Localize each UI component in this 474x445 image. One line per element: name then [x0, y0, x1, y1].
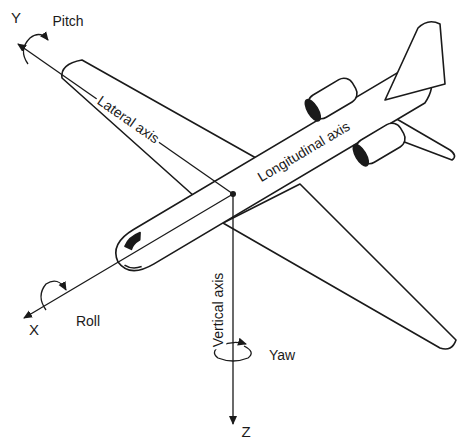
vertical-axis-line: [232, 194, 233, 424]
rotation-name: Yaw: [267, 348, 297, 363]
pitch-arrow: [23, 34, 48, 64]
engine: [302, 75, 361, 124]
engine: [350, 120, 409, 169]
axis-letter: Z: [239, 424, 252, 441]
rotation-name: Roll: [74, 314, 102, 329]
roll-arrow: [41, 281, 66, 310]
axis-name: Vertical axis: [211, 271, 226, 350]
longitudinal-axis-line: [24, 194, 233, 318]
right-wing: [223, 184, 456, 349]
axis-letter: X: [27, 322, 41, 339]
axis-letter: Y: [9, 10, 23, 27]
tail-fin: [385, 22, 445, 100]
rotation-name: Pitch: [50, 14, 85, 29]
center-dot: [230, 191, 236, 197]
lateral-axis-line: [18, 44, 233, 194]
